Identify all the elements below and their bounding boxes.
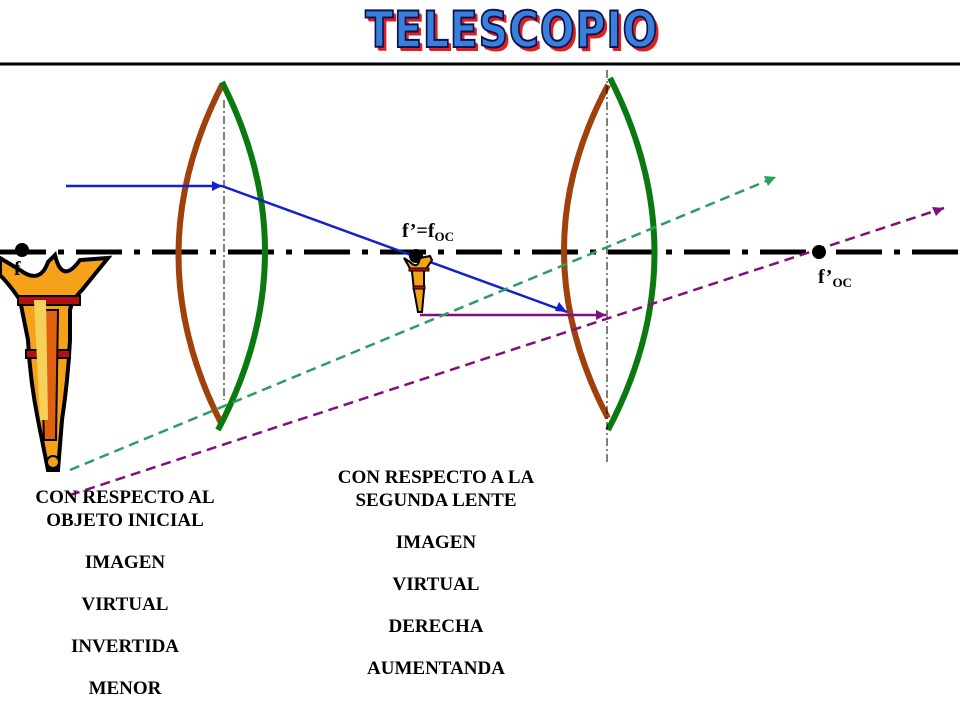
- ray-purple-solid: [420, 310, 606, 320]
- focal-point-right: [812, 245, 826, 259]
- note-left-menor: MENOR: [88, 678, 162, 699]
- note-left-invertida: INVERTIDA: [70, 636, 180, 657]
- note-right: CON RESPECTO A LA SEGUNDA LENTE IMAGEN V…: [300, 466, 572, 699]
- note-left-line1: CON RESPECTO AL: [35, 487, 215, 508]
- focal-label-left: f: [14, 258, 21, 280]
- objective-right-arc: [215, 80, 268, 432]
- note-right-line1: CON RESPECTO A LA: [337, 467, 535, 488]
- objective-lens: [175, 80, 268, 432]
- eyepiece-left-arc: [561, 83, 611, 420]
- note-right-imagen: IMAGEN: [395, 532, 477, 553]
- note-left-line2: OBJETO INICIAL: [46, 510, 204, 531]
- note-left-virtual: VIRTUAL: [81, 594, 169, 615]
- note-right-line2: SEGUNDA LENTE: [355, 490, 517, 511]
- ray-blue: [66, 181, 568, 314]
- eyepiece-right-arc: [605, 76, 658, 432]
- objective-left-arc: [175, 83, 225, 427]
- focal-point-left: [15, 243, 29, 257]
- page-title: TELESCOPIO: [364, 0, 659, 60]
- focal-label-middle: f’=fOC: [402, 220, 454, 244]
- note-right-virtual: VIRTUAL: [392, 574, 480, 595]
- object-tower-large: [0, 251, 113, 472]
- note-left: CON RESPECTO AL OBJETO INICIAL IMAGEN VI…: [8, 486, 242, 719]
- focal-label-right: f’OC: [818, 266, 852, 290]
- note-right-derecha: DERECHA: [388, 616, 484, 637]
- ray-purple-dashed: [69, 206, 945, 497]
- note-left-imagen: IMAGEN: [84, 552, 166, 573]
- eyepiece-lens: [561, 70, 658, 462]
- image-tower-small: [403, 254, 434, 313]
- ray-green-dashed: [69, 175, 777, 472]
- note-right-aumentanda: AUMENTANDA: [367, 658, 505, 679]
